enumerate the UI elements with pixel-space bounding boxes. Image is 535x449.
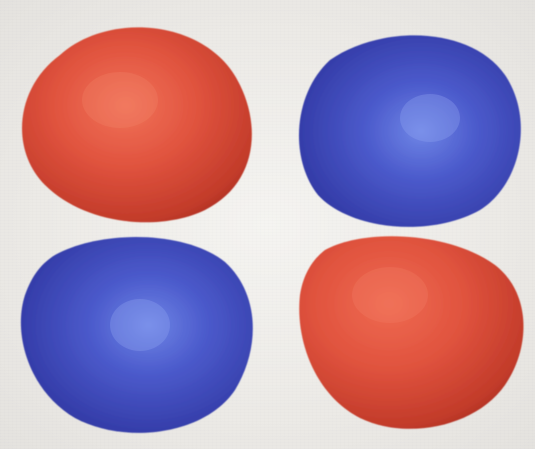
- highlight-top-left: [82, 72, 158, 128]
- highlight-bottom-left: [110, 299, 170, 351]
- highlight-bottom-right: [352, 267, 428, 323]
- highlight-top-right: [400, 94, 460, 142]
- lobe-bottom-right: [299, 236, 523, 429]
